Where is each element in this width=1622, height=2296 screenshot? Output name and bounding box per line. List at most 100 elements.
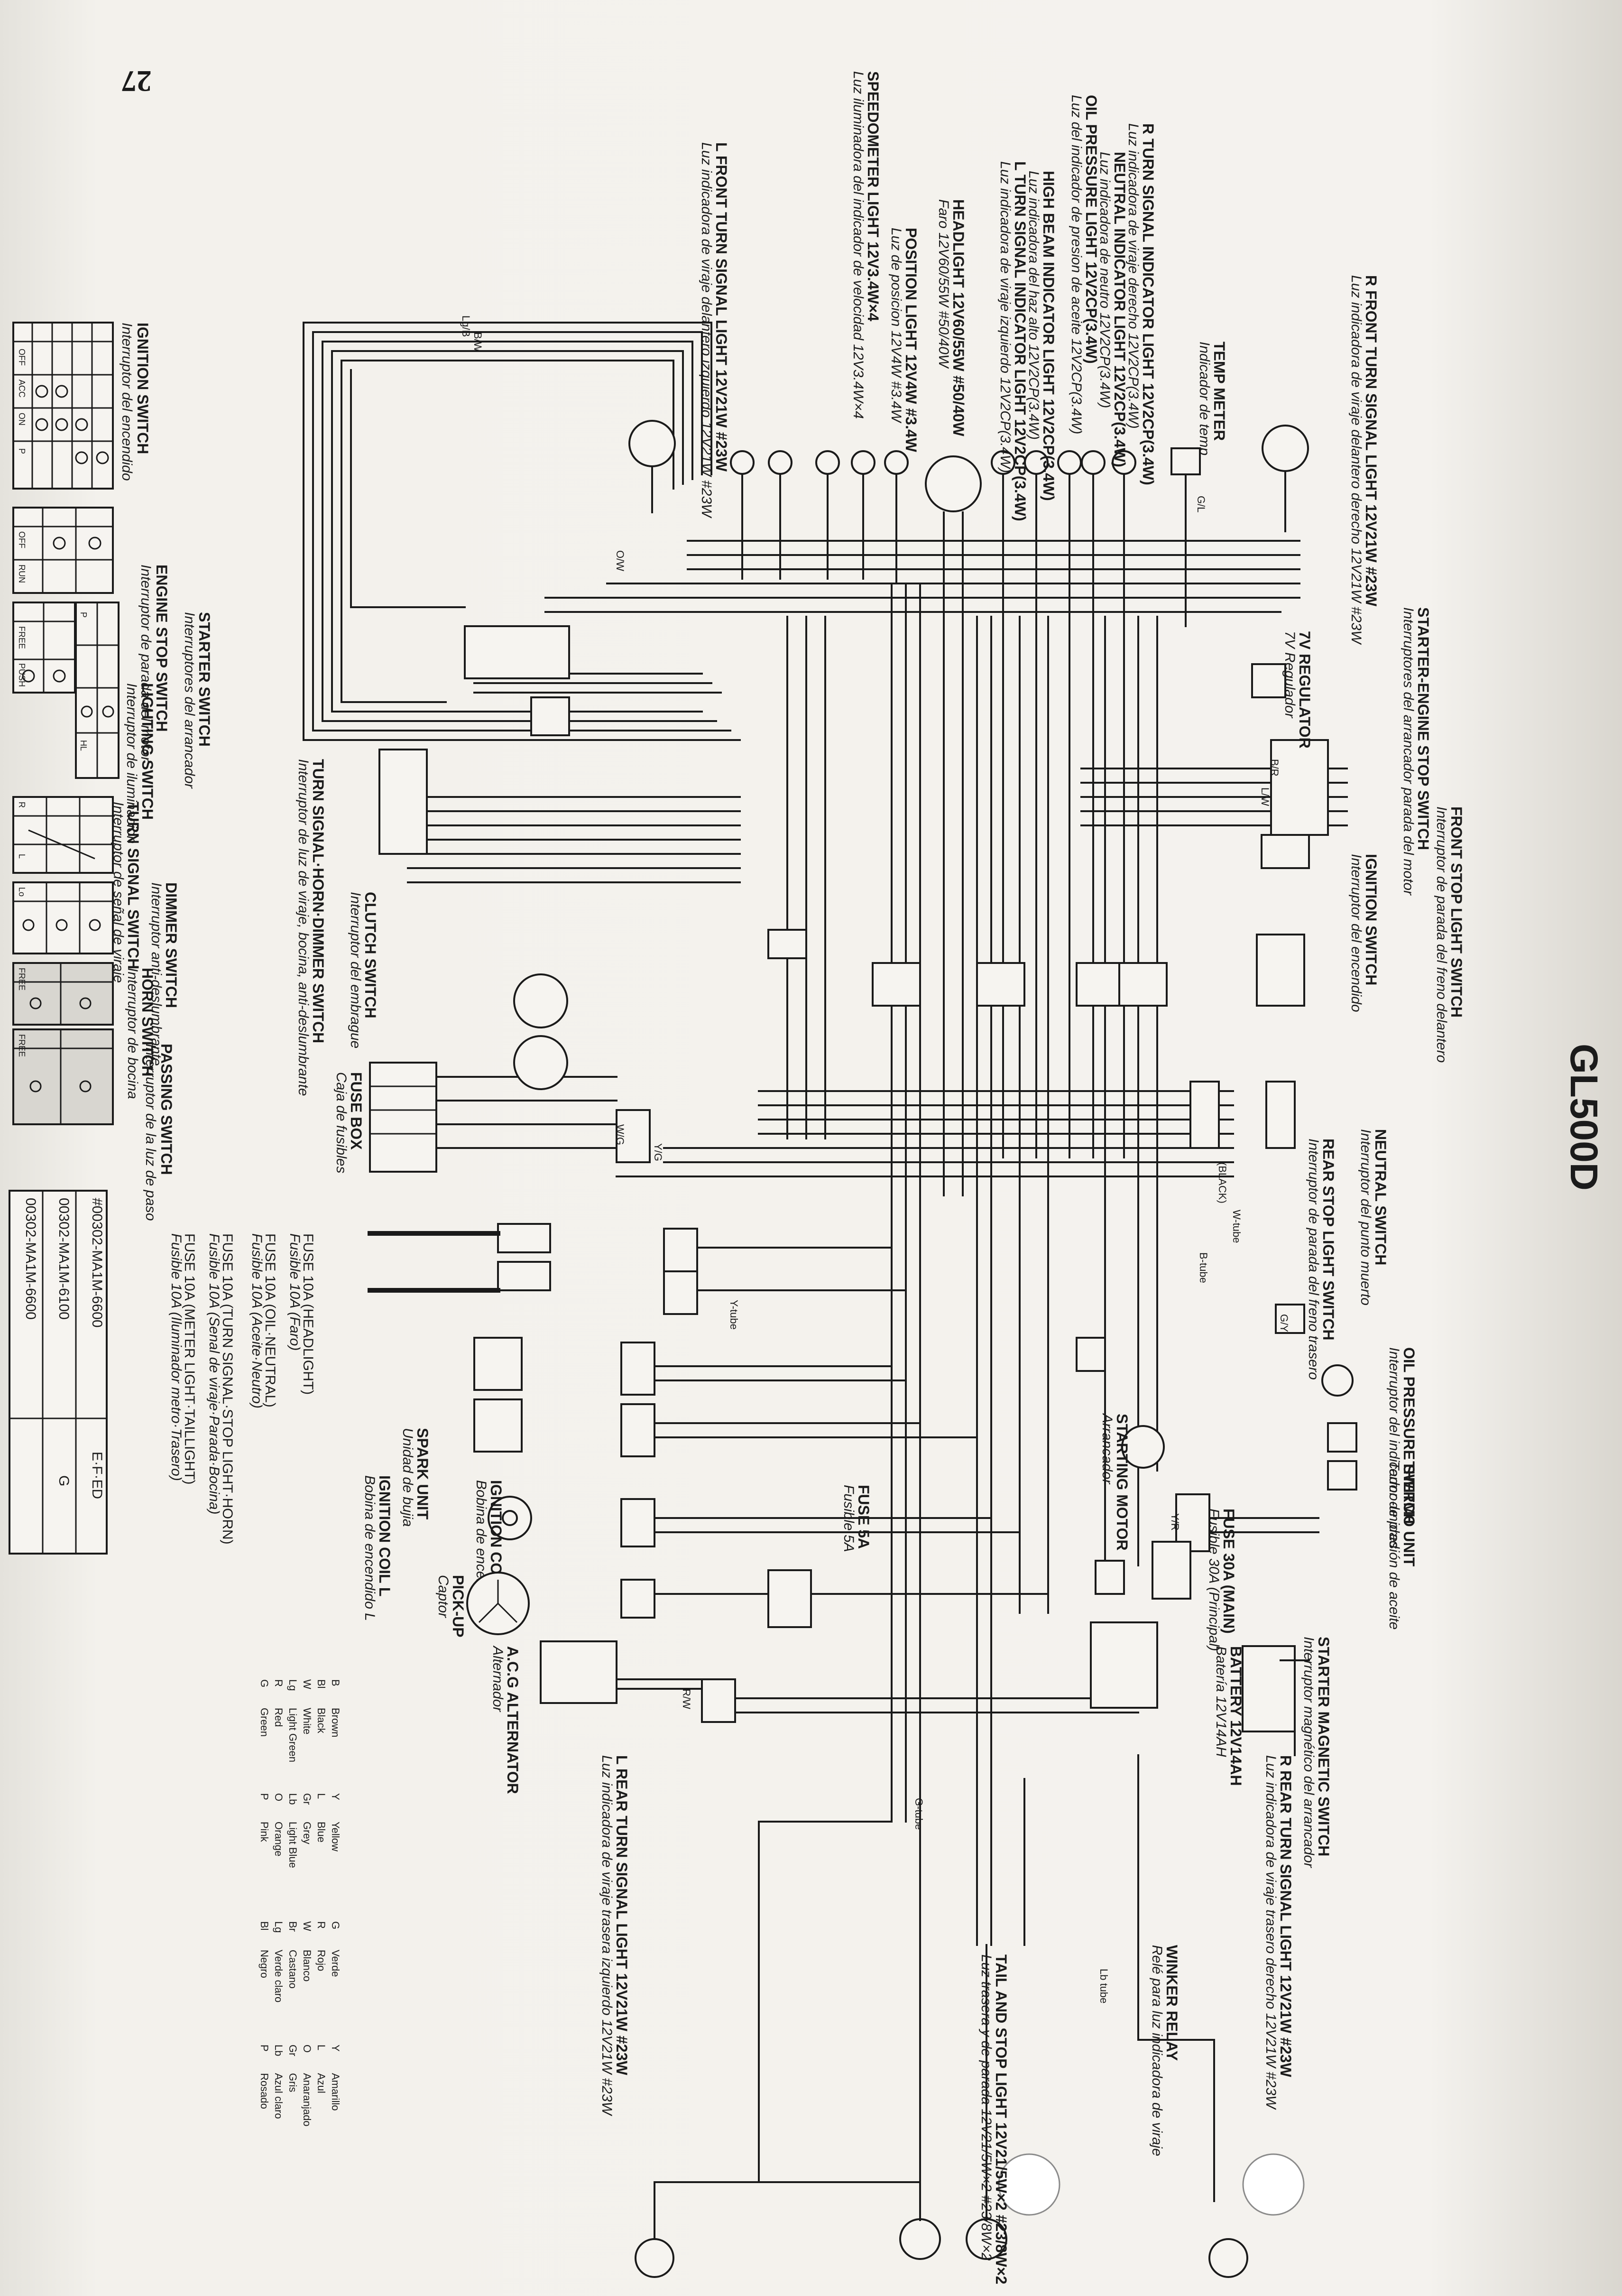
- front-stop-switch: [1261, 834, 1310, 869]
- wire-code: B/W: [472, 332, 484, 352]
- oil-pressure-ind-label-es: Luz del indicador de presion de aceite 1…: [1069, 95, 1084, 434]
- lighting-switch-table: P HL: [75, 602, 120, 779]
- fuse-5a-label-es: Fusible 5A: [841, 1485, 857, 1552]
- dimmer-switch-label: DIMMER SWITCH: [163, 882, 180, 1008]
- l-rear-turn-label: L REAR TURN SIGNAL LIGHT 12V21W #23W: [613, 1755, 630, 2075]
- l-front-turn-label-es: Luz indicadora de viraje delantero izqui…: [699, 142, 714, 518]
- legend-en-4-name: Light Green: [287, 1708, 299, 1762]
- fuse-turn-stop-horn: FUSE 10A (TURN SIGNAL·STOP LIGHT·HORN): [220, 1233, 235, 1545]
- neutral-ind-label: NEUTRAL INDICATOR LIGHT 12V2CP(3.4W): [1111, 152, 1128, 467]
- thermo-unit-label-es: Termo-unidad: [1386, 1461, 1402, 1549]
- legend-en-6: G: [258, 1679, 270, 1687]
- legend-en-11-name: Orange: [273, 1822, 285, 1856]
- light-row-p: P: [79, 612, 88, 618]
- connector-pickup: [620, 1498, 655, 1547]
- rear-lamps: [635, 1944, 1248, 2278]
- fuse-5a-holder: [767, 1569, 812, 1628]
- legend-es-3: W: [301, 1921, 313, 1931]
- ts-row-l: L: [17, 854, 27, 859]
- legend-es-8: L: [315, 2045, 327, 2050]
- regulator-7v: [1251, 663, 1286, 698]
- legend-en-5: R: [273, 1679, 285, 1687]
- connector-acg: [620, 1579, 655, 1619]
- ignition-coil-r-top: [497, 1261, 551, 1291]
- legend-es-12-name: Rosado: [258, 2073, 270, 2109]
- battery-label: BATTERY 12V14AH: [1227, 1646, 1244, 1786]
- eng-row-run: RUN: [17, 565, 27, 583]
- high-beam-label-es: Luz indicadora del haz alto 12V2CP(3.4W): [1026, 171, 1041, 440]
- connector-tag: (BLACK): [1216, 1162, 1228, 1204]
- temp-meter-label: TEMP METER: [1211, 342, 1228, 441]
- wire-code: L/W: [1259, 787, 1271, 806]
- tail-stop-label-es: Luz trasera y de parada 12V21/5W×2 #23/8…: [978, 1954, 994, 2261]
- ign-row-acc: ACC: [17, 380, 27, 398]
- wire-code: O/W: [614, 550, 626, 571]
- legend-es-3-name: Blanco: [301, 1950, 313, 1981]
- legend-es-10: Gr: [287, 2045, 299, 2056]
- neutral-bulb: [1081, 450, 1106, 475]
- legend-en-6-name: Green: [258, 1708, 270, 1737]
- ignition-switch-right-label-es: Interruptor del encendido: [1348, 854, 1364, 1012]
- turn-horn-dimmer-label-es: Interruptor de luz de viraje, bocina, an…: [295, 759, 311, 1096]
- horn-switch-label-es: Interruptor de bocina: [125, 968, 140, 1099]
- thermo-unit-a: [1327, 1422, 1357, 1453]
- fuse-meter-tail: FUSE 10A (METER LIGHT·TAILLIGHT): [182, 1233, 197, 1485]
- dimmer-switch-table: Lo: [12, 881, 114, 954]
- rear-stop-switch-label: REAR STOP LIGHT SWITCH: [1320, 1139, 1337, 1341]
- connector-9p-b: [1118, 962, 1168, 1007]
- starter-system: [767, 1304, 1357, 1756]
- engine-stop-switch-table: OFF RUN: [12, 507, 114, 594]
- neutral-switch-label-es: Interruptor del punto muerto: [1358, 1129, 1373, 1305]
- legend-en-10: Lb: [287, 1793, 299, 1805]
- connectors: [464, 625, 1329, 1723]
- st-row-free: FREE: [17, 626, 27, 649]
- fuse-box-label: FUSE BOX: [348, 1072, 365, 1150]
- temp-meter-label-es: Indicador de temp: [1197, 342, 1212, 455]
- connector-tag: W-tube: [1231, 1210, 1243, 1243]
- connector-2p: [767, 929, 807, 959]
- horn-switch-table: FREE: [12, 962, 114, 1026]
- r-front-turn-bulb: [1262, 425, 1309, 472]
- fuse-turn-stop-horn-es: Fusible 10A (Senal de viraje·Parada·Boci…: [206, 1233, 222, 1515]
- regulator-rectifier: [540, 1640, 617, 1704]
- fuse-30a-label: FUSE 30A (MAIN): [1220, 1509, 1237, 1634]
- starting-motor-label: STARTING MOTOR: [1114, 1414, 1131, 1551]
- connector-spark-b: [620, 1403, 655, 1457]
- starter-magnetic-switch: [1090, 1621, 1158, 1709]
- legend-en-12: P: [258, 1793, 270, 1800]
- wire-code: G/Y: [1278, 1314, 1290, 1332]
- legend-es-11: Lb: [273, 2045, 285, 2056]
- legend-es-5-name: Verde claro: [273, 1950, 285, 2002]
- fuse-5a-block: [1095, 1560, 1125, 1595]
- connector-9p-a: [1076, 962, 1125, 1007]
- st-row-push: PUSH: [17, 663, 27, 687]
- fuse-meter-tail-es: Fusible 10A (Iluminador metro·Trasero): [168, 1233, 184, 1481]
- ignition-switch-label: IGNITION SWITCH: [134, 323, 151, 454]
- fuse-box: [369, 1062, 617, 1173]
- regulator-rectifier-label-es: Alternador: [490, 1645, 506, 1712]
- connector-tag: G-tube: [913, 1798, 925, 1830]
- legend-en-12-name: Pink: [258, 1822, 270, 1842]
- front-stop-switch-label: FRONT STOP LIGHT SWITCH: [1448, 806, 1465, 1018]
- rear-stop-switch: [1275, 1304, 1305, 1334]
- starter-switch-label: STARTER SWITCH: [196, 612, 213, 747]
- legend-en-8: L: [315, 1793, 327, 1799]
- ignition-coil-r-label: IGNITION COIL L: [376, 1475, 393, 1596]
- r-rear-turn-bulb: [1208, 2238, 1248, 2278]
- starter-magnetic-label-es: Interruptor magnético del arrancador: [1301, 1637, 1317, 1868]
- l-front-turn-bulb: [628, 420, 676, 467]
- ignition-coil-l-label-es: Unidad de bujia: [400, 1428, 415, 1527]
- battery: [1242, 1645, 1296, 1732]
- turn-horn-dimmer-label: TURN SIGNAL·HORN·DIMMER SWITCH: [310, 759, 327, 1043]
- speedometer-light-label-es: Luz iluminadora del indicador de velocid…: [850, 71, 866, 419]
- light-row-hl: HL: [79, 740, 88, 751]
- fuse-headlight-es: Fusible 10A (Faro): [287, 1233, 303, 1351]
- l-turn-ind-label: L TURN SIGNAL INDICATOR LIGHT 12V2CP(3.4…: [1012, 161, 1029, 521]
- winker-relay-label: WINKER RELAY: [1163, 1945, 1180, 2061]
- oil-pressure-switch-label: OIL PRESSURE SWITCH: [1401, 1347, 1418, 1524]
- engine-stop-switch-label-es: Interruptor de parada del motor: [138, 565, 154, 762]
- speedo-bulb-3: [815, 450, 840, 475]
- starter-switch-label-es: Interruptores del arrancador: [182, 612, 197, 789]
- page-number: 27: [121, 65, 152, 98]
